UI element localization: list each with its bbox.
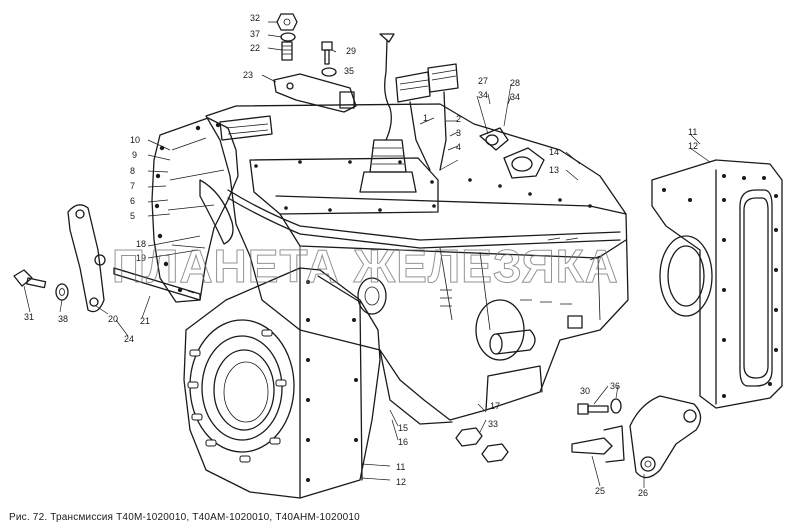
callout-28: 28 (510, 78, 520, 88)
stud-22 (281, 41, 293, 61)
bolt-31 (13, 269, 47, 289)
callout-6: 6 (130, 196, 135, 206)
watermark: ПЛАНЕТА ЖЕЛЕЗЯКА (112, 240, 619, 292)
washer-37 (280, 32, 296, 42)
callout-36: 36 (610, 381, 620, 391)
callout-1: 1 (423, 113, 428, 123)
pedals (219, 63, 459, 171)
callout-7: 7 (130, 181, 135, 191)
callout-16: 16 (398, 437, 408, 447)
gear-shift-lever (359, 33, 417, 193)
callout-23: 23 (243, 70, 253, 80)
callout-21: 21 (140, 316, 150, 326)
callout-11-bottom: 11 (396, 462, 405, 472)
callout-10: 10 (130, 135, 140, 145)
callout-18: 18 (136, 239, 146, 249)
arm-20 (67, 204, 106, 313)
callout-8: 8 (130, 166, 135, 176)
callout-15: 15 (398, 423, 408, 433)
bolt-30 (577, 403, 609, 415)
final-drive-housing (183, 267, 387, 499)
callout-2: 2 (456, 114, 461, 124)
callout-27: 27 (478, 76, 488, 86)
callout-13: 13 (549, 165, 559, 175)
callout-31: 31 (24, 312, 34, 322)
callout-11-top: 11 (688, 127, 697, 137)
pto-shaft (475, 299, 583, 361)
callout-3: 3 (456, 128, 461, 138)
figure-caption: Рис. 72. Трансмиссия Т40М-1020010, Т40АМ… (9, 512, 360, 523)
bracket-23 (273, 73, 357, 113)
callout-37: 37 (250, 29, 260, 39)
callout-4: 4 (456, 142, 461, 152)
callout-17: 17 (490, 401, 500, 411)
callout-22: 22 (250, 43, 260, 53)
callout-5: 5 (130, 211, 135, 221)
arm-26 (629, 395, 702, 479)
callout-20: 20 (108, 314, 118, 324)
callout-29: 29 (346, 46, 356, 56)
callout-24: 24 (124, 334, 134, 344)
callout-33: 33 (488, 419, 498, 429)
callout-34-left: 34 (478, 90, 488, 100)
callout-12-bottom: 12 (396, 477, 406, 487)
control-tube (227, 189, 621, 249)
bolt-29 (321, 41, 333, 65)
callout-32: 32 (250, 13, 260, 23)
rod-21 (113, 267, 201, 301)
nut-33 (455, 427, 509, 463)
nut-32 (276, 13, 298, 31)
case-lower (379, 349, 543, 425)
washer-38 (55, 283, 69, 301)
callout-19: 19 (136, 253, 146, 263)
callout-38: 38 (58, 314, 68, 324)
leader-lines (23, 21, 711, 488)
washer-35-top (321, 67, 337, 77)
callout-26: 26 (638, 488, 648, 498)
callout-35: 35 (344, 66, 354, 76)
callout-labels: 1 2 3 4 5 6 7 8 9 10 11 12 13 14 15 16 1… (24, 13, 698, 498)
callout-14: 14 (549, 147, 559, 157)
fork-25 (571, 425, 625, 463)
rear-cover-plate (651, 159, 783, 409)
washer-36 (610, 398, 622, 414)
callout-30: 30 (580, 386, 590, 396)
callout-34-right: 34 (510, 92, 520, 102)
flange-28 (479, 127, 545, 179)
callout-9: 9 (132, 150, 137, 160)
clutch-housing (151, 117, 239, 303)
callout-25: 25 (595, 486, 605, 496)
callout-12-top: 12 (688, 141, 698, 151)
